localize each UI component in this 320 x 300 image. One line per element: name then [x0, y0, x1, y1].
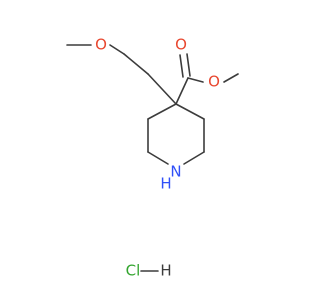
ring-nitrogen-hydrogen-label: H	[160, 175, 171, 193]
ring-bond-top-left	[147, 103, 177, 120]
carbonyl-double-bond-left	[179, 54, 184, 78]
bond-quaternary-to-carbonyl-carbon	[175, 77, 189, 105]
bond-ch2-to-quaternary-carbon	[147, 73, 177, 105]
hydrochloride-hydrogen-label: H	[160, 262, 171, 280]
ring-bond-bottom-right	[183, 151, 205, 165]
ring-nitrogen-label: N	[170, 163, 181, 181]
chlorine-label: Cl	[126, 262, 141, 280]
ring-bond-top-right	[175, 103, 205, 120]
ester-oxygen-label: O	[208, 73, 220, 91]
bond-ester-oxygen-to-methyl	[223, 73, 239, 83]
carbonyl-oxygen-label: O	[175, 36, 187, 54]
bonds	[66, 44, 239, 272]
bond-ch2-to-ch2	[123, 53, 149, 75]
ring-bond-bottom-left	[147, 151, 169, 165]
carbonyl-double-bond-right	[186, 53, 191, 77]
atom-labels: O O O N H Cl H	[95, 36, 220, 280]
bond-methoxy-oxygen-to-ch2	[109, 44, 125, 55]
chemical-structure-canvas: O O O N H Cl H	[66, 35, 239, 280]
bond-carbonyl-carbon-to-ester-oxygen	[187, 77, 204, 83]
methoxy-oxygen-label: O	[95, 36, 107, 54]
molecule-diagram: O O O N H Cl H	[66, 36, 239, 280]
